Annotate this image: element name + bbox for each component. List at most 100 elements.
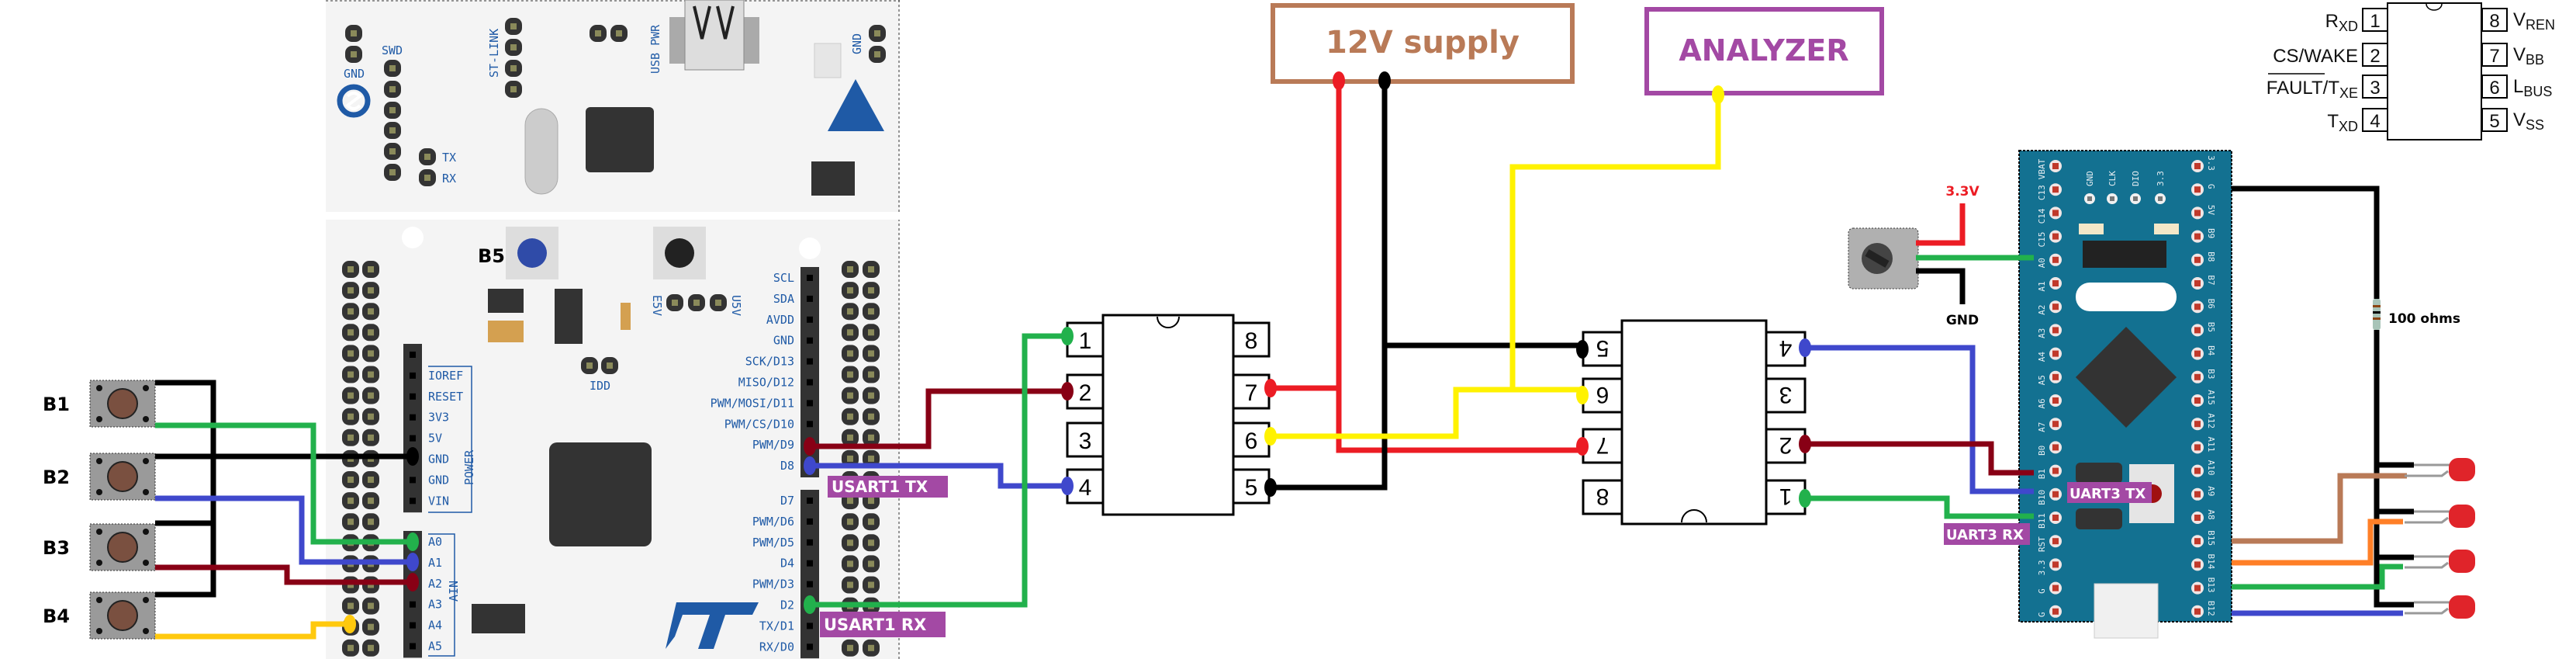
gold-wire [155, 621, 350, 640]
regulator-chip [2083, 241, 2166, 268]
mounting-hole [402, 227, 424, 248]
resistor-label: 100 ohms [2388, 311, 2460, 327]
pinout-pin-number: 5 [2489, 111, 2499, 132]
pin-label: RX/D0 [759, 640, 794, 654]
morpho-pin [342, 366, 359, 383]
pin-label: A3 [428, 598, 442, 612]
boot0-jumper[interactable] [2076, 463, 2122, 484]
pinout-pin-number: 2 [2370, 46, 2380, 67]
pinout-pin-box [2481, 43, 2508, 67]
gnd-label: GND [344, 67, 365, 81]
pin-number: 6 [1596, 382, 1610, 408]
push-button-b1[interactable] [89, 380, 156, 428]
led-icon [2154, 224, 2179, 234]
push-button-b3[interactable] [89, 523, 156, 571]
small-capacitor [621, 303, 631, 330]
pin-name: T [2327, 111, 2339, 132]
header-pin [410, 498, 416, 505]
connection-dot [1264, 427, 1277, 446]
ic-notch [2426, 3, 2443, 11]
header-pin [410, 414, 416, 421]
pin-number: 8 [1245, 328, 1258, 354]
ic-notch [1157, 316, 1180, 328]
bluepill-pin-label: A2 [2037, 305, 2047, 315]
morpho-pin [342, 513, 359, 531]
green-wire [1805, 495, 2034, 519]
pin-number: 1 [1079, 328, 1092, 354]
pin-number: 5 [1596, 335, 1610, 361]
user-button-b5[interactable] [506, 227, 558, 279]
bluepill-pin-label: A5 [2037, 375, 2047, 385]
gnd-right-label: GND [850, 33, 864, 54]
morpho-pin [342, 345, 359, 362]
bluepill-pin-label: VBAT [2037, 158, 2047, 179]
ic-pin-box [1232, 468, 1271, 505]
reset-button[interactable] [653, 227, 706, 279]
bluepill-pin-label: A3 [2037, 328, 2047, 338]
uart3-rx-tag: UART3 RX [1944, 523, 2030, 545]
yellow-wire [1509, 95, 1721, 390]
morpho-pin [863, 428, 880, 446]
pin-name: V [2513, 44, 2526, 65]
bluepill-pin-label: 3.3 [2037, 560, 2047, 575]
morpho-pin [342, 639, 359, 657]
boot1-jumper[interactable] [2076, 508, 2122, 529]
ain-label: AIN [447, 581, 461, 602]
bluepill-pin-label: B6 [2206, 299, 2216, 309]
morpho-pin [842, 345, 859, 362]
header-pin [807, 518, 813, 525]
potentiometer[interactable] [1848, 227, 1919, 290]
bluepill-pin-label: 5V [2206, 205, 2216, 216]
ic-pin-box [1582, 479, 1623, 515]
morpho-pin [863, 387, 880, 404]
header-pin [807, 358, 813, 365]
blue-wire [155, 495, 413, 565]
bluepill-pin-label: A9 [2206, 486, 2216, 496]
bluepill-pin-label: G [2037, 588, 2047, 594]
black-wire [2232, 186, 2380, 299]
darkred-wire [1805, 441, 2034, 476]
brown-wire [2232, 473, 2407, 544]
pinout-pin-name: VBB [2513, 44, 2544, 68]
darkred-wire [155, 564, 413, 585]
header-pin [410, 435, 416, 442]
morpho-pin [362, 428, 379, 446]
header-pin [384, 60, 401, 77]
yellow-wire [1271, 387, 1582, 439]
pinout-pin-name: TXD [2327, 111, 2358, 134]
button-label: B4 [43, 605, 70, 627]
leds [2405, 458, 2475, 619]
capacitor-component [488, 321, 524, 342]
morpho-pin [842, 261, 859, 278]
st-link-logo-icon [337, 84, 371, 118]
bluepill-pin-label: G [2037, 612, 2047, 617]
push-button-b2[interactable] [89, 453, 156, 501]
morpho-pin [863, 282, 880, 300]
pin-label: SCK/D13 [745, 355, 794, 369]
pin-subscript: BUS [2523, 84, 2552, 99]
morpho-pin [842, 408, 859, 425]
header-pin [807, 560, 813, 567]
u5v-label: U5V [729, 295, 743, 316]
morpho-pin [362, 513, 379, 531]
pin-number: 2 [1079, 380, 1092, 406]
black-wire [2374, 330, 2414, 608]
header-pin [410, 393, 416, 400]
push-button-b4[interactable] [89, 591, 156, 640]
pinout-pin-number: 1 [2370, 11, 2380, 32]
pinout-pin-number: 3 [2370, 78, 2380, 99]
darkred-wire [810, 388, 1067, 449]
bluepill-pin-label: B7 [2206, 275, 2216, 285]
bluepill-pin-label: B11 [2037, 513, 2047, 529]
ic-notch [1681, 509, 1707, 523]
header-pin [601, 357, 618, 374]
pin-label: PWM/CS/D10 [724, 417, 794, 431]
pinout-pin-number: 8 [2489, 11, 2499, 32]
red-wire [1916, 203, 1966, 246]
usb-pwr-label: USB PWR [648, 24, 662, 74]
bluepill-pin-label: A1 [2037, 281, 2047, 291]
pinout-pin-name: VSS [2513, 109, 2544, 133]
header-pin [410, 622, 416, 629]
pin-number: 5 [1245, 475, 1258, 501]
